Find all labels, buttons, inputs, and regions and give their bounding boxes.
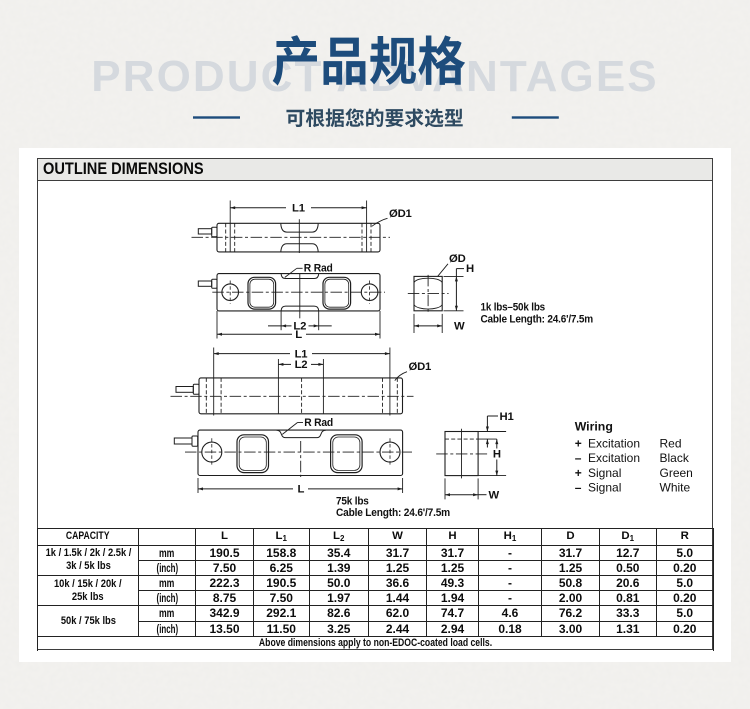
svg-text:White: White (660, 480, 691, 494)
svg-text:L2: L2 (295, 359, 308, 371)
svg-text:W: W (489, 489, 500, 501)
svg-text:Signal: Signal (588, 480, 621, 494)
svg-text:–: – (575, 451, 582, 465)
svg-text:Cable Length: 24.6'/7.5m: Cable Length: 24.6'/7.5m (481, 313, 594, 325)
svg-text:+: + (575, 437, 582, 451)
svg-text:L: L (298, 484, 305, 496)
svg-text:Excitation: Excitation (588, 437, 640, 451)
svg-text:ØD: ØD (449, 253, 466, 265)
svg-text:W: W (454, 321, 465, 333)
svg-text:H: H (466, 263, 474, 275)
svg-text:L1: L1 (292, 203, 305, 215)
svg-text:Cable Length: 24.6'/7.5m: Cable Length: 24.6'/7.5m (336, 507, 450, 519)
svg-text:Wiring: Wiring (575, 420, 613, 434)
svg-text:Excitation: Excitation (588, 451, 640, 465)
svg-text:+: + (575, 466, 582, 480)
svg-text:Green: Green (660, 466, 693, 480)
svg-text:R Rad: R Rad (304, 417, 333, 429)
svg-text:Red: Red (660, 437, 682, 451)
svg-text:–: – (575, 480, 582, 494)
svg-text:Black: Black (660, 451, 690, 465)
svg-text:75k lbs: 75k lbs (336, 495, 369, 507)
svg-text:H: H (493, 449, 501, 461)
svg-text:R Rad: R Rad (304, 263, 333, 275)
svg-text:ØD1: ØD1 (409, 361, 432, 373)
svg-text:L2: L2 (293, 321, 306, 333)
svg-text:ØD1: ØD1 (389, 208, 412, 220)
svg-text:1k lbs–50k lbs: 1k lbs–50k lbs (481, 301, 546, 313)
svg-text:L1: L1 (295, 348, 308, 360)
svg-text:Signal: Signal (588, 466, 621, 480)
svg-text:H1: H1 (500, 411, 514, 423)
svg-text:L: L (295, 329, 302, 341)
